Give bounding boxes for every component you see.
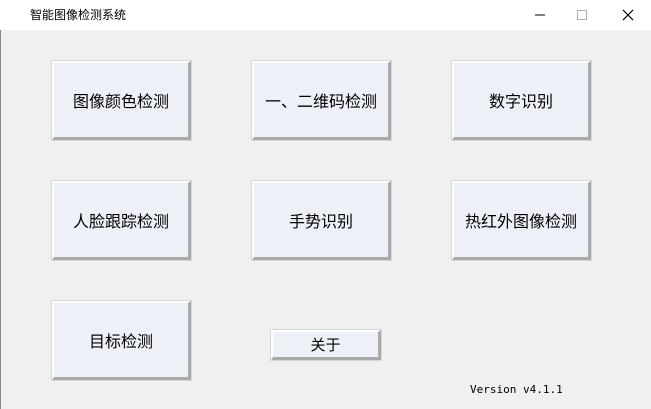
about-button[interactable]: 关于 [270,329,382,361]
close-icon [622,9,634,21]
window-left-border [0,30,1,409]
gesture-recognition-button[interactable]: 手势识别 [251,180,392,261]
maximize-button[interactable] [559,0,605,30]
object-detection-button[interactable]: 目标检测 [51,300,192,381]
title-bar[interactable]: 智能图像检测系统 [0,0,651,30]
minimize-icon [535,14,545,16]
color-detection-label: 图像颜色检测 [72,92,169,111]
version-label: Version v4.1.1 [470,383,563,396]
thermal-image-detection-label: 热红外图像检测 [464,212,577,231]
digit-recognition-button[interactable]: 数字识别 [451,60,592,141]
maximize-icon [577,10,587,20]
about-button-label: 关于 [310,336,341,354]
digit-recognition-label: 数字识别 [488,92,553,111]
close-button[interactable] [605,0,651,30]
face-tracking-label: 人脸跟踪检测 [72,212,169,231]
barcode-qrcode-detection-button[interactable]: 一、二维码检测 [251,60,392,141]
object-detection-label: 目标检测 [88,332,153,351]
minimize-button[interactable] [517,0,563,30]
color-detection-button[interactable]: 图像颜色检测 [51,60,192,141]
gesture-recognition-label: 手势识别 [288,212,353,231]
thermal-image-detection-button[interactable]: 热红外图像检测 [451,180,592,261]
face-tracking-button[interactable]: 人脸跟踪检测 [51,180,192,261]
barcode-qrcode-detection-label: 一、二维码检测 [264,92,377,111]
window-title: 智能图像检测系统 [30,8,127,22]
